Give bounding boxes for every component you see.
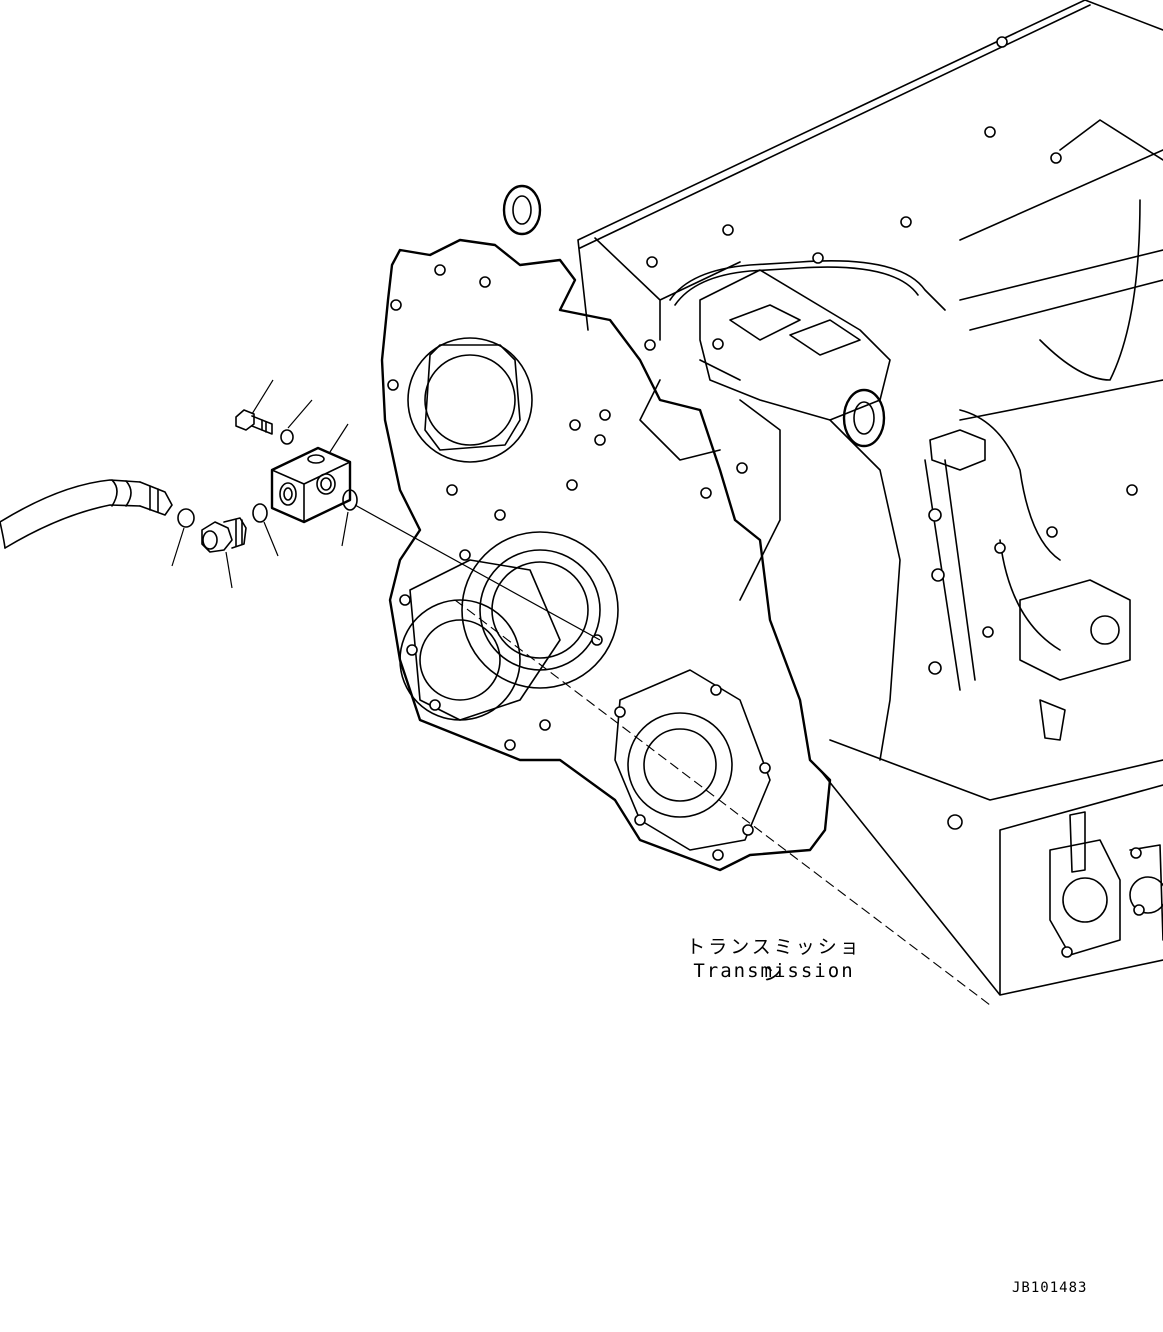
o-ring-icon — [342, 489, 358, 511]
o-ring-icon — [252, 503, 268, 523]
bolt-icon — [235, 409, 273, 435]
washer-icon — [280, 429, 294, 445]
block-fitting-icon — [270, 446, 352, 524]
leader-lines — [171, 379, 349, 589]
elbow-fitting-icon — [201, 517, 247, 553]
assembly-label-english: Transmission — [693, 960, 855, 982]
housing-bolts — [387, 36, 1145, 958]
drawing-id: JB101483 — [1012, 1280, 1088, 1296]
assembly-label-japanese: トランスミッション — [686, 936, 862, 985]
assembly-axis-line — [354, 504, 601, 641]
o-ring-icon — [177, 508, 195, 528]
transmission-housing — [380, 0, 1163, 1006]
hose-icon — [0, 479, 173, 549]
